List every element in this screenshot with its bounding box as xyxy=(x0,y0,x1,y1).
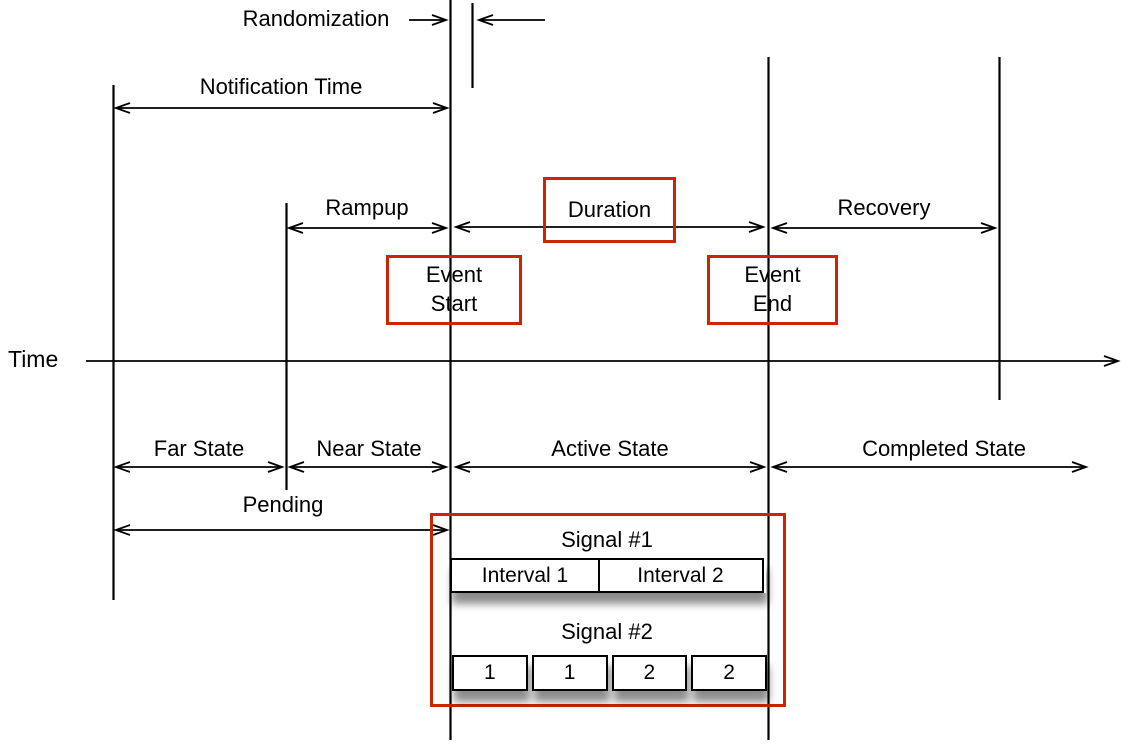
duration-label: Duration xyxy=(567,196,652,222)
event-end-highlight-box: Event End xyxy=(707,255,838,325)
signal2-segment-cell: 2 xyxy=(691,655,767,691)
duration-highlight-box: Duration xyxy=(543,177,676,243)
signal1-interval-2-cell: Interval 2 xyxy=(597,558,764,593)
signal1-interval-1-cell: Interval 1 xyxy=(450,558,600,593)
signal1-interval-row: Interval 1 Interval 2 xyxy=(450,558,766,593)
rampup-label: Rampup xyxy=(325,195,409,220)
active-state-label: Active State xyxy=(551,436,669,461)
signal2-segment-cell: 2 xyxy=(611,655,688,691)
far-state-label: Far State xyxy=(153,436,245,461)
signal2-title: Signal #2 xyxy=(561,619,653,644)
pending-label: Pending xyxy=(242,492,324,517)
time-axis-label: Time xyxy=(8,346,59,372)
randomization-label: Randomization xyxy=(242,6,390,31)
signals-highlight-box xyxy=(430,513,786,707)
signal2-segment-cell: 1 xyxy=(452,655,528,691)
event-start-highlight-box: Event Start xyxy=(386,255,522,325)
near-state-label: Near State xyxy=(316,436,422,461)
signal1-title: Signal #1 xyxy=(561,527,653,552)
signal2-segment-row: 1 1 2 2 xyxy=(452,655,767,691)
signal2-segment-cell: 1 xyxy=(531,655,608,691)
event-start-label-line1: Event xyxy=(425,262,483,288)
event-end-label-line2: End xyxy=(752,291,793,316)
recovery-label: Recovery xyxy=(837,195,931,220)
notification-time-label: Notification Time xyxy=(199,74,363,99)
event-start-label-line2: Start xyxy=(430,291,478,316)
event-end-label-line1: Event xyxy=(744,262,801,288)
completed-state-label: Completed State xyxy=(862,436,1026,461)
